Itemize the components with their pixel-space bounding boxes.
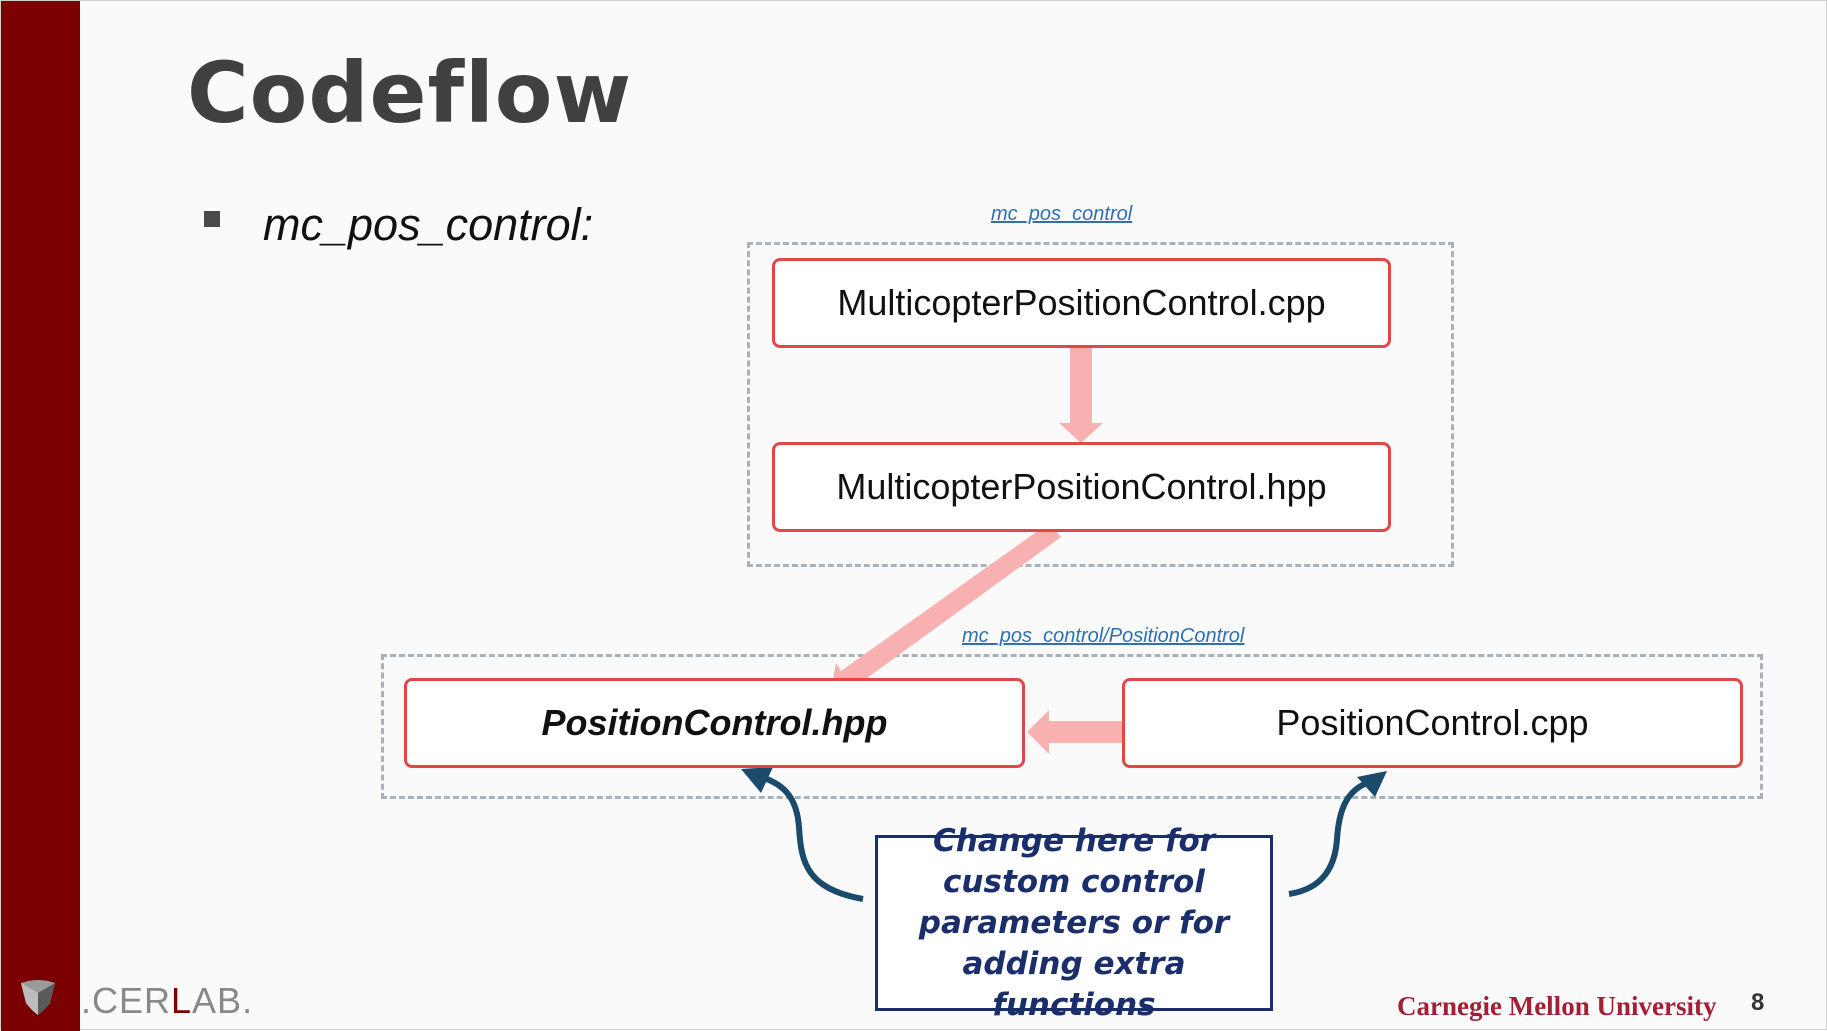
file-box-mpc-cpp: MulticopterPositionControl.cpp	[772, 258, 1391, 348]
slide-title: Codeflow	[187, 44, 633, 142]
file-box-mpc-hpp: MulticopterPositionControl.hpp	[772, 442, 1391, 532]
side-accent-bar	[1, 1, 80, 1031]
file-box-pc-cpp: PositionControl.cpp	[1122, 678, 1743, 768]
group-label-mc-pos-control[interactable]: mc_pos_control	[991, 203, 1133, 225]
logo-mid: L	[171, 980, 193, 1021]
cerlab-logo-text: .CERLAB.	[81, 980, 253, 1022]
bullet-square-icon	[204, 211, 220, 227]
group-label-position-control[interactable]: mc_pos_control/PositionControl	[962, 625, 1245, 647]
group-position-control	[381, 654, 1763, 799]
curved-arrow-right	[1288, 780, 1369, 897]
cerlab-logo-icon	[21, 980, 55, 1015]
page-number: 8	[1751, 989, 1765, 1016]
file-box-pc-hpp: PositionControl.hpp	[404, 678, 1025, 768]
bullet-text: mc_pos_control:	[263, 199, 594, 250]
group-mc-pos-control	[747, 242, 1454, 567]
curved-arrow-left-head	[741, 767, 773, 793]
arrow-pc-cpp-to-pc-hpp	[1027, 710, 1123, 754]
note-text: Change here for custom control parameter…	[918, 822, 1230, 1023]
note-callout: Change here for custom control parameter…	[875, 823, 1273, 1023]
logo-suffix: AB.	[192, 980, 254, 1021]
curved-arrow-right-head	[1357, 771, 1387, 797]
arrow-cpp-to-hpp	[1059, 338, 1103, 443]
university-wordmark: Carnegie Mellon University	[1397, 991, 1717, 1021]
logo-prefix: .CER	[81, 980, 172, 1021]
arrow-mpc-hpp-to-pc-hpp	[831, 523, 1061, 693]
curved-arrow-left	[760, 774, 864, 902]
